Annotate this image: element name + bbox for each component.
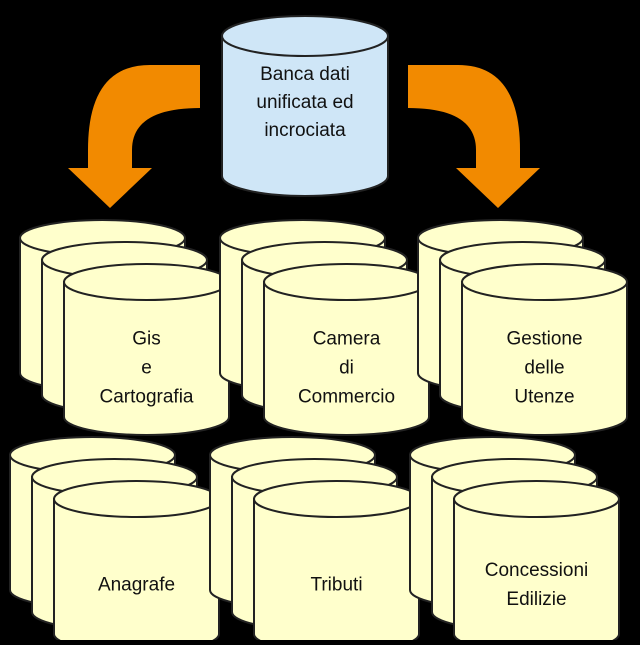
- central-database-label: Banca dati unificata ed incrociata: [256, 64, 353, 141]
- database-cylinder-front: [53, 480, 220, 645]
- database-group-label-line: delle: [524, 358, 564, 379]
- database-cylinder-front-top: [453, 480, 620, 518]
- database-group-label-line: Camera: [313, 329, 381, 350]
- database-cylinder-front-body: [461, 281, 628, 436]
- database-group-label-line: Commercio: [298, 387, 395, 408]
- database-cylinder-front: [453, 480, 620, 645]
- database-group-label-line: di: [339, 358, 354, 379]
- database-cylinder-front-top: [263, 263, 430, 301]
- database-cylinder-front-body: [53, 498, 220, 645]
- central-database-label-line: Banca dati: [260, 64, 350, 85]
- central-database-cylinder: [221, 15, 389, 197]
- database-group-label-line: Utenze: [514, 387, 574, 408]
- central-database: Banca dati unificata ed incrociata: [221, 15, 389, 197]
- database-group-label-line: Tributi: [310, 575, 362, 596]
- database-cylinder-front: [461, 263, 628, 436]
- database-group-label-line: Cartografia: [100, 387, 194, 408]
- database-group-label-line: e: [141, 358, 152, 379]
- database-cylinder-front: [253, 480, 420, 645]
- database-group-label-line: Gestione: [506, 329, 582, 350]
- database-cylinder-front-top: [461, 263, 628, 301]
- database-cylinder-front: [263, 263, 430, 436]
- database-group-label: Tributi: [310, 575, 362, 596]
- central-database-label-line: unificata ed: [256, 92, 353, 113]
- database-cylinder-front-body: [263, 281, 430, 436]
- database-cylinder-front-top: [253, 480, 420, 518]
- central-database-cylinder-top: [221, 15, 389, 57]
- database-group-label-line: Anagrafe: [98, 575, 175, 596]
- central-database-label-line: incrociata: [264, 120, 346, 141]
- database-cylinder-front-body: [253, 498, 420, 645]
- database-group-label-line: Gis: [132, 329, 161, 350]
- database-group: Anagrafe: [9, 436, 220, 645]
- central-database-cylinder-body: [221, 35, 389, 197]
- database-cylinder-front-top: [63, 263, 230, 301]
- database-group-label: Anagrafe: [98, 575, 175, 596]
- curved-arrow-down-left-icon: [68, 65, 200, 208]
- curved-arrow-down-right-icon: [408, 65, 540, 208]
- database-group-label-line: Concessioni: [485, 560, 589, 581]
- database-cylinder-front-body: [63, 281, 230, 436]
- database-group: Tributi: [209, 436, 420, 645]
- database-cylinder-front-top: [53, 480, 220, 518]
- database-group-label-line: Edilizie: [506, 589, 566, 610]
